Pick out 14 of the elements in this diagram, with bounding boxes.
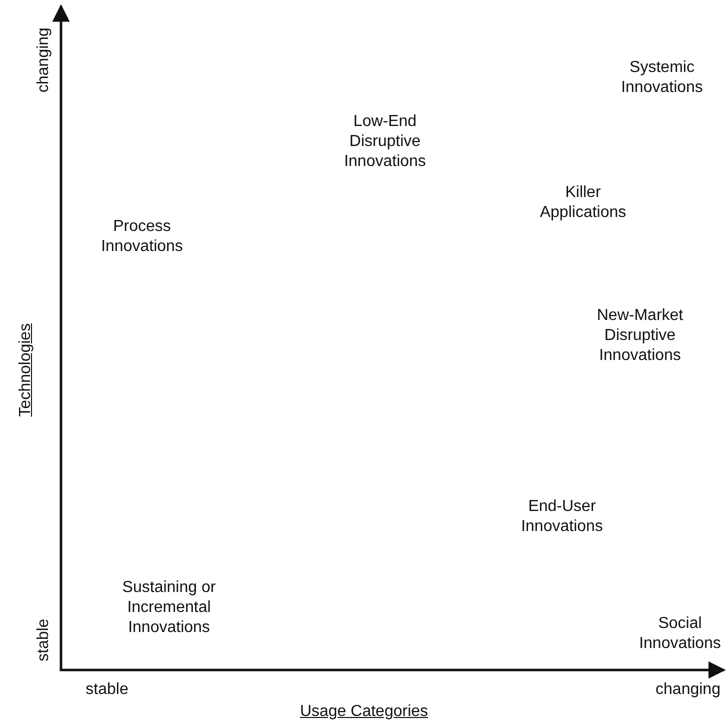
axis-end-label: stable <box>34 618 53 664</box>
axis-end-label: stable <box>84 680 130 700</box>
axis-end-label: changing <box>34 26 53 94</box>
quadrant-label: Killer Applications <box>538 183 628 223</box>
quadrant-label: Process Innovations <box>100 217 184 257</box>
quadrant-label: New-Market Disruptive Innovations <box>596 306 684 366</box>
quadrant-label: End-User Innovations <box>520 497 604 537</box>
quadrant-label: Sustaining or Incremental Innovations <box>121 578 217 638</box>
quadrant-label: Systemic Innovations <box>620 58 704 98</box>
axis-end-label: changing <box>654 680 722 700</box>
quadrant-label: Low-End Disruptive Innovations <box>343 112 427 172</box>
quadrant-label: Social Innovations <box>638 614 722 654</box>
axis-title: Usage Categories <box>298 702 430 722</box>
axis-title: Technologies <box>16 322 35 419</box>
